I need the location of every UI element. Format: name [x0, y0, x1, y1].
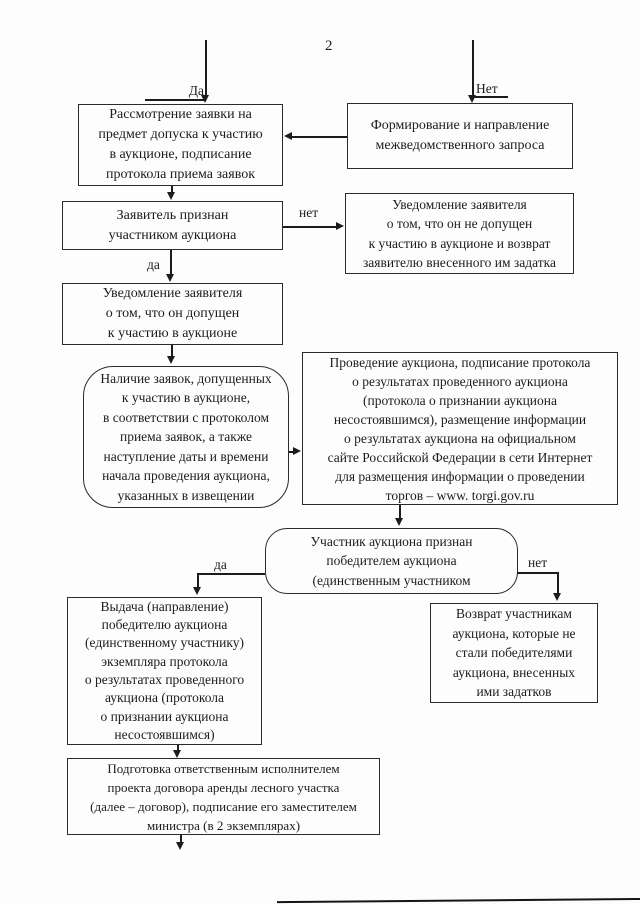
- arrow-head: [167, 192, 175, 200]
- connector-review-to-recognized: [171, 186, 173, 193]
- label-no-top: Нет: [476, 81, 498, 96]
- label-yes-applicant: да: [147, 257, 160, 272]
- node-interagency-request: Формирование и направление межведомствен…: [347, 103, 573, 169]
- label-yes-top: Да: [188, 83, 204, 98]
- connector-protocol-to-contract: [177, 745, 179, 751]
- connector-top-no-tick: [472, 96, 508, 98]
- connector-auction-to-winner: [399, 505, 401, 519]
- node-notice-admitted: Уведомление заявителя о том, что он допу…: [62, 283, 283, 345]
- arrow-head: [468, 95, 476, 103]
- label-yes-winner: да: [214, 557, 227, 572]
- connector-winner-yes-v: [197, 573, 199, 588]
- arrow-head: [395, 518, 403, 526]
- connector-winner-yes-h: [197, 573, 265, 575]
- connector-winner-no-v: [557, 572, 559, 594]
- arrow-head: [166, 274, 174, 282]
- node-protocol-handover: Выдача (направление) победителю аукциона…: [67, 597, 262, 745]
- node-winner-condition: Участник аукциона признан победителем ау…: [265, 528, 518, 594]
- arrow-head: [176, 842, 184, 850]
- bottom-rule: [277, 898, 640, 903]
- node-auction-held: Проведение аукциона, подписание протокол…: [302, 352, 618, 505]
- arrow-head: [167, 356, 175, 364]
- connector-top-no: [472, 40, 474, 96]
- node-applicant-recognized: Заявитель признан участником аукциона: [62, 201, 283, 250]
- label-no-winner: нет: [528, 555, 548, 570]
- connector-top-yes: [205, 40, 207, 96]
- node-contract-preparation: Подготовка ответственным исполнителем пр…: [67, 758, 380, 835]
- arrow-head: [193, 587, 201, 595]
- connector-winner-no-h: [517, 572, 559, 574]
- arrow-head: [553, 593, 561, 601]
- connector-contract-continue: [180, 835, 182, 843]
- node-notice-not-admitted: Уведомление заявителя о том, что он не д…: [345, 193, 574, 274]
- page-number: 2: [325, 38, 333, 54]
- connector-request-to-review: [291, 136, 347, 138]
- connector-top-yes-tick: [145, 99, 206, 101]
- arrow-head: [284, 132, 292, 140]
- node-deposits-return: Возврат участникам аукциона, которые не …: [430, 603, 598, 703]
- connector-condition-to-auction: [289, 451, 296, 453]
- arrow-head: [336, 222, 344, 230]
- connector-recognized-no: [283, 226, 337, 228]
- node-review-application: Рассмотрение заявки на предмет допуска к…: [78, 104, 283, 186]
- connector-admitted-to-condition: [171, 345, 173, 357]
- label-no-applicant: нет: [299, 205, 319, 220]
- arrow-head: [173, 750, 181, 758]
- connector-recognized-yes: [170, 250, 172, 275]
- node-bids-present-condition: Наличие заявок, допущенных к участию в а…: [83, 366, 289, 508]
- arrow-head: [293, 447, 301, 455]
